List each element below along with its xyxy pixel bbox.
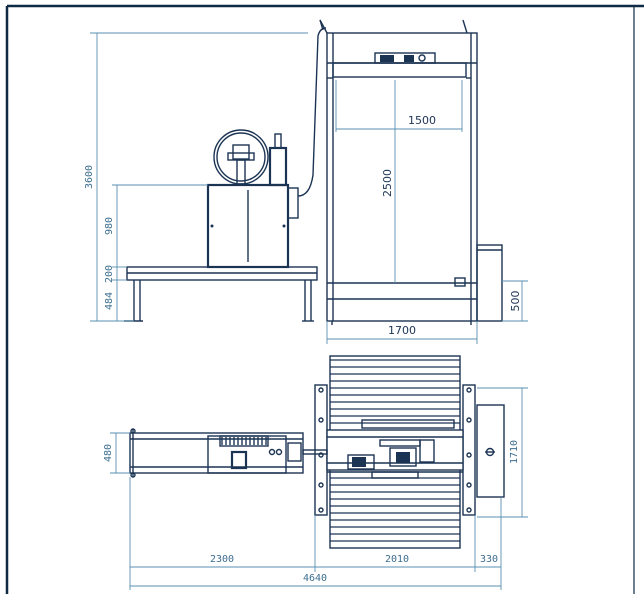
arch-outer (326, 32, 478, 322)
dim-depth-left: 480 (103, 444, 114, 462)
right-box (476, 404, 505, 498)
conveyor-platform (124, 266, 318, 322)
bolt (466, 507, 472, 513)
dim-frame-length: 2010 (385, 554, 409, 565)
coil-holder (230, 450, 248, 470)
bolt (318, 507, 324, 513)
dim-box-length: 330 (480, 554, 498, 565)
dim-inner-height: 2500 (381, 169, 394, 197)
bolt (318, 387, 324, 393)
dim-platform: 200 (104, 265, 115, 283)
arch-top-beam (332, 62, 467, 78)
strap-feed-line (297, 27, 327, 197)
dim-box-height: 500 (509, 291, 522, 312)
top-drive-unit (374, 52, 436, 64)
dim-overall-height: 3600 (84, 165, 95, 189)
side-view: 3600 980 200 484 1500 2500 1700 500 (84, 19, 528, 344)
machine-cabinet (206, 183, 290, 269)
dim-total-length: 4640 (303, 573, 327, 584)
bolt (466, 482, 472, 488)
dim-inner-width: 1500 (408, 114, 436, 127)
side-box (476, 244, 503, 322)
top-view-dimensions: 480 1710 2300 2010 330 4640 (103, 387, 528, 590)
drive-unit (396, 452, 410, 463)
motor-unit (352, 457, 366, 467)
bolt (466, 417, 472, 423)
top-conveyor (129, 428, 328, 478)
bolt (318, 417, 324, 423)
side-view-dimensions: 3600 980 200 484 1500 2500 1700 500 (84, 32, 528, 344)
bolt (466, 387, 472, 393)
strapping-machine (206, 27, 327, 269)
bolt (466, 452, 472, 458)
bolt (318, 452, 324, 458)
dim-conveyor-length: 2300 (210, 554, 234, 565)
control-unit (268, 146, 288, 187)
top-view: 480 1710 2300 2010 330 4640 (103, 355, 528, 590)
dim-machine-height: 980 (104, 217, 115, 235)
dim-frame-width: 1700 (388, 324, 416, 337)
dim-base: 484 (104, 292, 115, 310)
dim-depth-right: 1710 (509, 440, 520, 464)
bolt (318, 482, 324, 488)
arch-frame (319, 19, 478, 325)
strap-coil (213, 129, 269, 185)
frame-column-right (462, 384, 476, 516)
